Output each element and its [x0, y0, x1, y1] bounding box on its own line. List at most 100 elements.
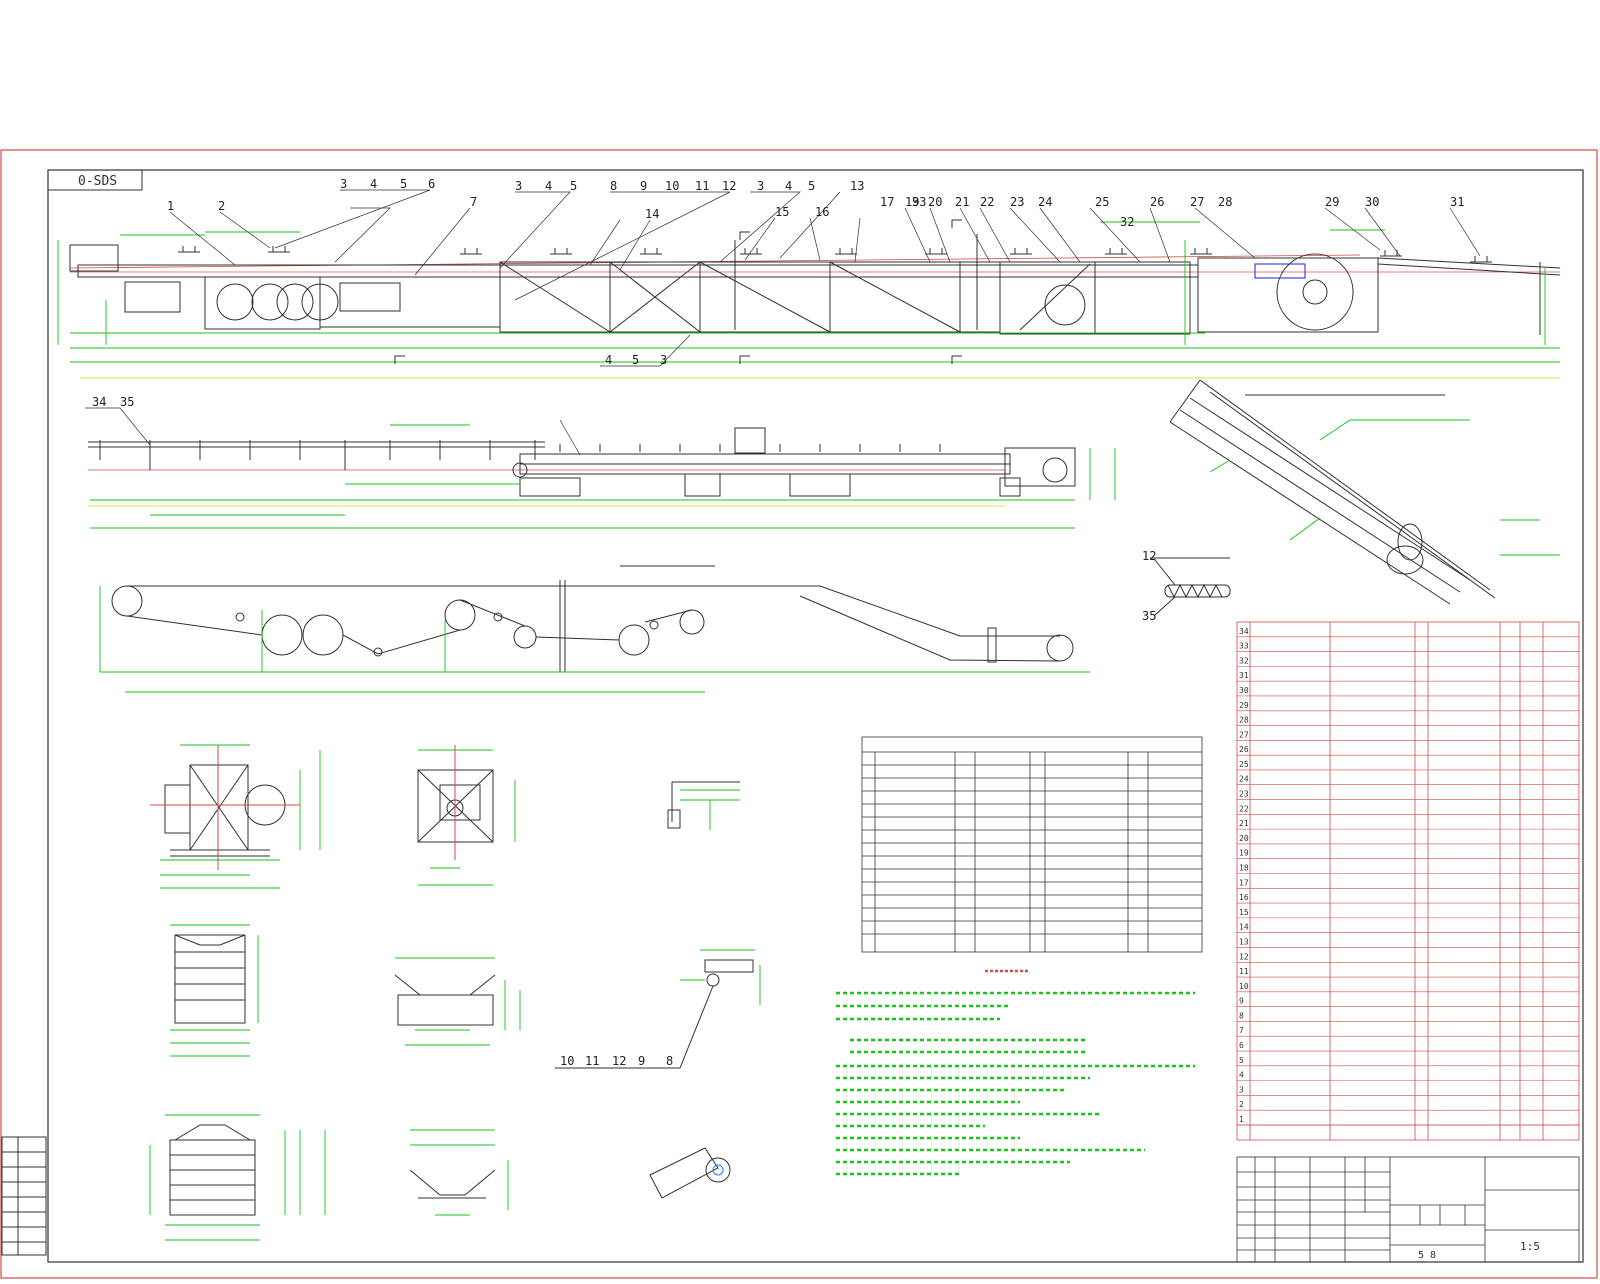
callout-21: 21: [955, 195, 969, 209]
parts-row-number: 33: [1239, 642, 1249, 651]
parts-row-number: 25: [1239, 760, 1249, 769]
parts-row-number: 27: [1239, 730, 1249, 739]
callout-4: 4: [370, 177, 377, 191]
callout-13: 13: [850, 179, 864, 193]
callout-3c: 3: [757, 179, 764, 193]
callout-33: 33: [912, 195, 926, 209]
callout-34: 34: [92, 395, 106, 409]
callout-4c: 4: [785, 179, 792, 193]
callout-26: 26: [1150, 195, 1164, 209]
parts-row-number: 30: [1239, 686, 1249, 695]
parts-list-table: [1236, 621, 1580, 1141]
belt-routing-diagram: [99, 565, 1090, 693]
title-block: [1236, 1156, 1580, 1263]
parts-row-number: 6: [1239, 1041, 1244, 1050]
callout-27: 27: [1190, 195, 1204, 209]
section-view-e: [149, 1114, 326, 1241]
parts-row-number: 8: [1239, 1011, 1244, 1020]
parts-row-number: 4: [1239, 1071, 1244, 1080]
callout-6: 6: [428, 177, 435, 191]
callout-24: 24: [1038, 195, 1052, 209]
callout-17: 17: [880, 195, 894, 209]
parts-row-number: 28: [1239, 716, 1249, 725]
callout-4b: 4: [545, 179, 552, 193]
callout-3d: 3: [660, 353, 667, 367]
detail-callout-tags: 10 11 12 9 8: [560, 1054, 673, 1068]
parts-row-number: 16: [1239, 893, 1249, 902]
parts-row-number: 32: [1239, 656, 1249, 665]
detail-callout-9: 9: [638, 1054, 645, 1068]
callout-leaders-top: [85, 189, 1481, 456]
callout-32: 32: [1120, 215, 1134, 229]
callout-5: 5: [400, 177, 407, 191]
detail-corner: [649, 1147, 731, 1199]
callout-14: 14: [645, 207, 659, 221]
parts-row-number: 29: [1239, 701, 1249, 710]
callout-29: 29: [1325, 195, 1339, 209]
callout-5c: 5: [808, 179, 815, 193]
section-view-d: [394, 957, 521, 1046]
drawing-code-box: 0-SDS: [47, 169, 143, 191]
callout-7: 7: [470, 195, 477, 209]
detail-bracket: [667, 781, 740, 830]
callout-10: 10: [665, 179, 679, 193]
parts-row-number: 11: [1239, 967, 1249, 976]
parts-row-number: 22: [1239, 804, 1249, 813]
plan-view: [88, 424, 1116, 529]
callout-3b: 3: [515, 179, 522, 193]
parts-row-number: 9: [1239, 997, 1244, 1006]
parts-row-number: 10: [1239, 982, 1249, 991]
section-view-b: [417, 745, 516, 886]
parts-row-number: 34: [1239, 627, 1249, 636]
section-view-f: [409, 1129, 509, 1216]
parts-row-number: 7: [1239, 1026, 1244, 1035]
parts-row-number: 24: [1239, 775, 1249, 784]
main-elevation-view: [57, 219, 1561, 379]
callout-12: 12: [722, 179, 736, 193]
parts-row-number: 12: [1239, 952, 1249, 961]
callout-19: 19: [905, 195, 919, 209]
callout-2: 2: [218, 199, 225, 213]
callout-31: 31: [1450, 195, 1464, 209]
parts-row-number: 13: [1239, 937, 1249, 946]
parts-list-rows: 3433323130292827262524232221201918171615…: [1237, 627, 1579, 1126]
callout-30: 30: [1365, 195, 1379, 209]
sheet-label: 5 8: [1418, 1250, 1436, 1261]
inclined-assembly-view: [1169, 379, 1560, 605]
detail-callout-12: 12: [612, 1054, 626, 1068]
callout-tags-top: 1 2 3 4 5 6 7 3 4 5 8 9 10 11 12 3 4 5 1…: [92, 177, 1464, 409]
callout-3: 3: [340, 177, 347, 191]
drawing-code: 0-SDS: [78, 174, 117, 189]
parts-row-number: 2: [1239, 1100, 1244, 1109]
revision-strip: [1, 1136, 47, 1256]
callout-5b: 5: [570, 179, 577, 193]
parts-row-number: 21: [1239, 819, 1249, 828]
technical-notes: [836, 969, 1195, 1176]
mini-callout-35: 35: [1142, 609, 1156, 623]
parts-row-number: 14: [1239, 923, 1249, 932]
section-view-a: [150, 744, 321, 889]
parts-row-number: 20: [1239, 834, 1249, 843]
parts-row-number: 19: [1239, 849, 1249, 858]
callout-11: 11: [695, 179, 709, 193]
outer-frame: [0, 149, 1598, 1279]
parts-row-number: 31: [1239, 671, 1249, 680]
parts-row-number: 5: [1239, 1056, 1244, 1065]
callout-25: 25: [1095, 195, 1109, 209]
detail-callout-11: 11: [585, 1054, 599, 1068]
detail-callout-10: 10: [560, 1054, 574, 1068]
mini-callout-12: 12: [1142, 549, 1156, 563]
parts-row-number: 3: [1239, 1085, 1244, 1094]
callout-16: 16: [815, 205, 829, 219]
belt-joint-detail: [1150, 557, 1231, 616]
callout-28: 28: [1218, 195, 1232, 209]
technical-parameters-table: [861, 736, 1203, 953]
callout-8: 8: [610, 179, 617, 193]
callout-9: 9: [640, 179, 647, 193]
callout-35: 35: [120, 395, 134, 409]
callout-23: 23: [1010, 195, 1024, 209]
parts-row-number: 23: [1239, 790, 1249, 799]
callout-22: 22: [980, 195, 994, 209]
detail-guide: [555, 949, 761, 1069]
